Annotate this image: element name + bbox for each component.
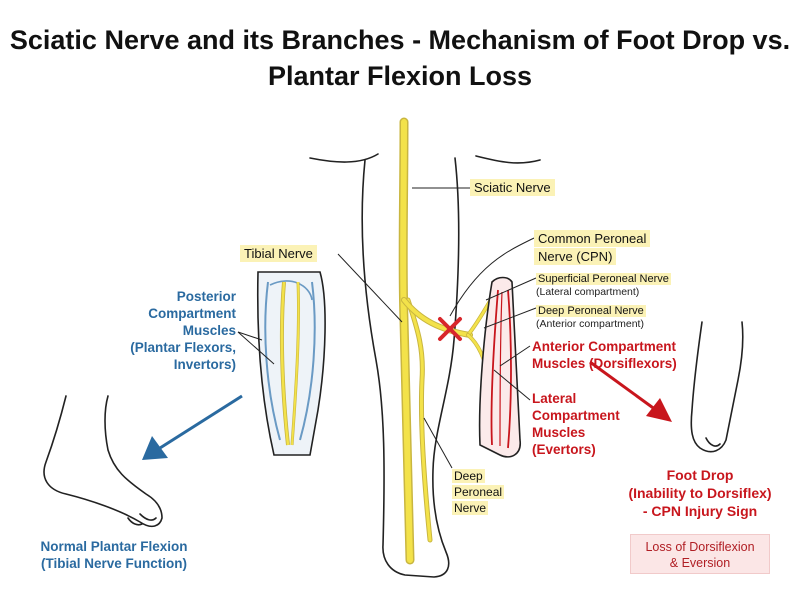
title-text: Sciatic Nerve and its Branches - Mechani… bbox=[9, 25, 791, 91]
label-common-peroneal-nerve: Common Peroneal Nerve (CPN) bbox=[534, 230, 651, 266]
x-mark-icon bbox=[438, 317, 462, 341]
caption-foot-drop: Foot Drop (Inability to Dorsiflex) - CPN… bbox=[628, 467, 772, 519]
foot-drop-foot bbox=[690, 321, 744, 453]
blue-arrow-icon bbox=[142, 394, 243, 460]
page-title: Sciatic Nerve and its Branches - Mechani… bbox=[0, 22, 800, 94]
leader-lines bbox=[237, 187, 537, 469]
red-arrow-icon bbox=[589, 360, 672, 422]
label-tibial-nerve: Tibial Nerve bbox=[240, 245, 317, 262]
label-sciatic-nerve: Sciatic Nerve bbox=[470, 179, 555, 196]
label-deep-peroneal-nerve-lower: Deep Peroneal Nerve bbox=[452, 469, 505, 515]
label-anterior-compartment-muscles: Anterior Compartment Muscles (Dorsiflexo… bbox=[532, 339, 677, 371]
caption-normal-plantar-flexion: Normal Plantar Flexion (Tibial Nerve Fun… bbox=[40, 539, 188, 571]
label-superficial-peroneal-nerve: Superficial Peroneal Nerve (Lateral comp… bbox=[536, 273, 671, 298]
anterior-leg-figure bbox=[478, 276, 521, 458]
posterior-leg-figure bbox=[256, 271, 326, 456]
label-posterior-compartment-muscles: Posterior Compartment Muscles (Plantar F… bbox=[130, 289, 236, 372]
main-leg-outline bbox=[309, 153, 541, 578]
plantar-flexion-foot bbox=[43, 395, 163, 528]
label-deep-peroneal-nerve: Deep Peroneal Nerve (Anterior compartmen… bbox=[536, 305, 646, 330]
loss-of-dorsiflexion-note: Loss of Dorsiflexion & Eversion bbox=[630, 534, 770, 574]
label-lateral-compartment-muscles: Lateral Compartment Muscles (Evertors) bbox=[532, 391, 620, 457]
